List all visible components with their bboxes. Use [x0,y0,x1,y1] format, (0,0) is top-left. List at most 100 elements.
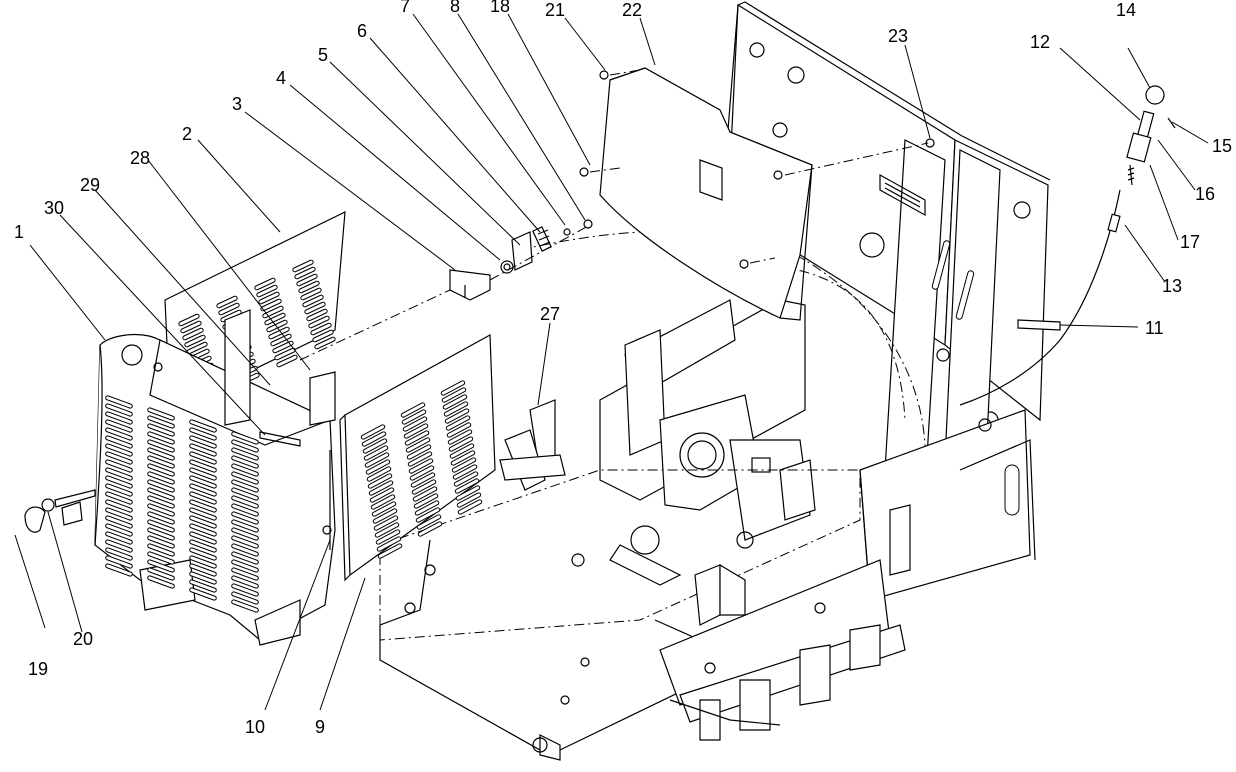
grille-slot [147,423,175,437]
grille-slot [218,302,240,316]
grille-slot [403,423,429,439]
grille-slot [377,543,403,559]
callout-7: 7 [400,0,410,16]
callout-16: 16 [1195,184,1215,204]
grille-slot [376,536,402,552]
grille-slot [105,459,133,473]
grille-slot [456,492,482,508]
grille-slot [147,463,175,477]
callout-23: 23 [888,26,908,46]
callout-15: 15 [1212,136,1232,156]
grille-slot [147,559,175,573]
grille-slot [231,527,259,541]
grille-slot [304,301,326,315]
grille-slot [189,571,217,585]
callout-17: 17 [1180,232,1200,252]
grille-slot [306,308,328,322]
grille-slot [404,430,430,446]
grille-slot [364,452,390,468]
grille-slot [189,467,217,481]
grille-slot [189,435,217,449]
grille-slot [416,514,442,530]
grille-slot [375,529,401,545]
grille-slot [105,499,133,513]
grille-slot [361,431,387,447]
grille-slot [216,295,238,309]
grille-slot [402,416,428,432]
grille-slot [412,486,438,502]
grille-slot [147,575,175,589]
grille-slot [189,427,217,441]
grille-slot [372,508,398,524]
callout-21: 21 [545,0,565,20]
callout-18: 18 [490,0,510,16]
grille-slot [147,503,175,517]
grille-slot [369,487,395,503]
grille-slot [147,551,175,565]
grille-slot [408,458,434,474]
grille-slot [189,507,217,521]
callout-10: 10 [245,717,265,737]
grille-slot [365,459,391,475]
grille-slot [448,436,474,452]
grille-slot [147,431,175,445]
grille-slot [264,312,286,326]
control-cable [959,85,1176,406]
grille-slot [231,487,259,501]
grille-slot [298,280,320,294]
grille-slot [105,475,133,489]
callout-9: 9 [315,717,325,737]
grille-slot [105,507,133,521]
grille-slot [231,455,259,469]
callout-22: 22 [622,0,642,20]
grille-slot [231,471,259,485]
main-frame [519,1,1051,601]
grille-slot [254,277,276,291]
grille-slot [231,495,259,509]
callout-13: 13 [1162,276,1182,296]
side-grille [339,334,496,582]
grille-slot [147,543,175,557]
grille-slot [274,347,296,361]
callout-2: 2 [182,124,192,144]
grille-slot [415,507,441,523]
grille-slot [231,511,259,525]
grille-slot [256,284,278,298]
knob-fastener [24,489,96,533]
grille-slot [370,494,396,510]
grille-slot [367,473,393,489]
grille-slot [455,485,481,501]
grille-slot [231,519,259,533]
grille-slot [270,333,292,347]
grille-slot [189,579,217,593]
grille-slot [147,455,175,469]
grille-slot [105,555,133,569]
grille-slot [189,555,217,569]
grille-slot [105,451,133,465]
grille-slot [312,329,334,343]
grille-slot [189,483,217,497]
grille-slot [294,266,316,280]
grille-slot [366,466,392,482]
base-plate [379,469,906,761]
grille-slot [409,465,435,481]
grille-slot [147,527,175,541]
grille-slot [105,419,133,433]
grille-slot [231,591,259,605]
grille-slot [449,443,475,459]
grille-slot [231,479,259,493]
grille-slot [373,515,399,531]
grille-slot [447,429,473,445]
leader-lines [14,13,1209,711]
grille-slot [105,547,133,561]
grille-slot [272,340,294,354]
grille-slot [410,472,436,488]
callout-20: 20 [73,629,93,649]
grille-slot [147,495,175,509]
grille-slot [189,563,217,577]
grille-slot [453,471,479,487]
grille-slot [258,291,280,305]
grille-slot [105,563,133,577]
